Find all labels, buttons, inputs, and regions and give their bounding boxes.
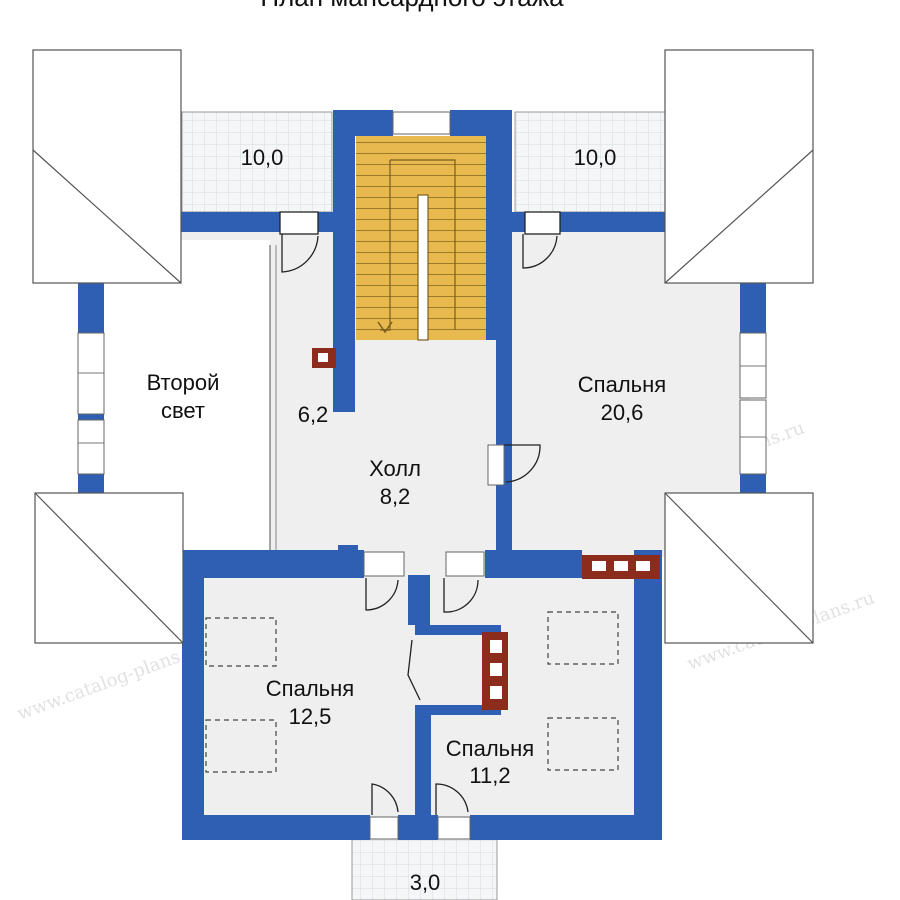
bedroom-right-area: 20,6 xyxy=(601,400,644,425)
second-light-name-line1: Второй xyxy=(147,370,220,395)
room-labels: 10,0 10,0 Второй свет 6,2 Холл 8,2 Спаль… xyxy=(147,145,667,895)
skylights xyxy=(205,611,619,773)
windows xyxy=(77,111,767,840)
balcony-left-area: 10,0 xyxy=(241,145,284,170)
hall-area: 8,2 xyxy=(380,484,411,509)
bedroom-left-area: 12,5 xyxy=(289,704,332,729)
balcony-right-area: 10,0 xyxy=(574,145,617,170)
dormer-roofs xyxy=(32,49,814,644)
bedroom-small-name: Спальня xyxy=(446,736,534,761)
roof-top-right xyxy=(664,49,814,284)
chimneys xyxy=(312,348,660,710)
stair-arrow-icon xyxy=(377,321,393,334)
corridor-area: 6,2 xyxy=(298,402,329,427)
walls xyxy=(78,110,766,840)
watermark: www.catalog-plans.ru xyxy=(15,637,208,724)
door-swings xyxy=(279,211,561,815)
balcony-left xyxy=(181,111,333,213)
bedroom-left-name: Спальня xyxy=(266,676,354,701)
staircase xyxy=(356,136,486,341)
roof-top-left xyxy=(32,49,182,284)
bedroom-small-area: 11,2 xyxy=(469,763,510,788)
balcony-bottom-area: 3,0 xyxy=(410,870,441,895)
bedroom-right-name: Спальня xyxy=(578,372,666,397)
plan-title: План мансардного этажа xyxy=(260,0,564,12)
second-light-name-line2: свет xyxy=(161,398,205,423)
hall-name: Холл xyxy=(369,456,421,481)
